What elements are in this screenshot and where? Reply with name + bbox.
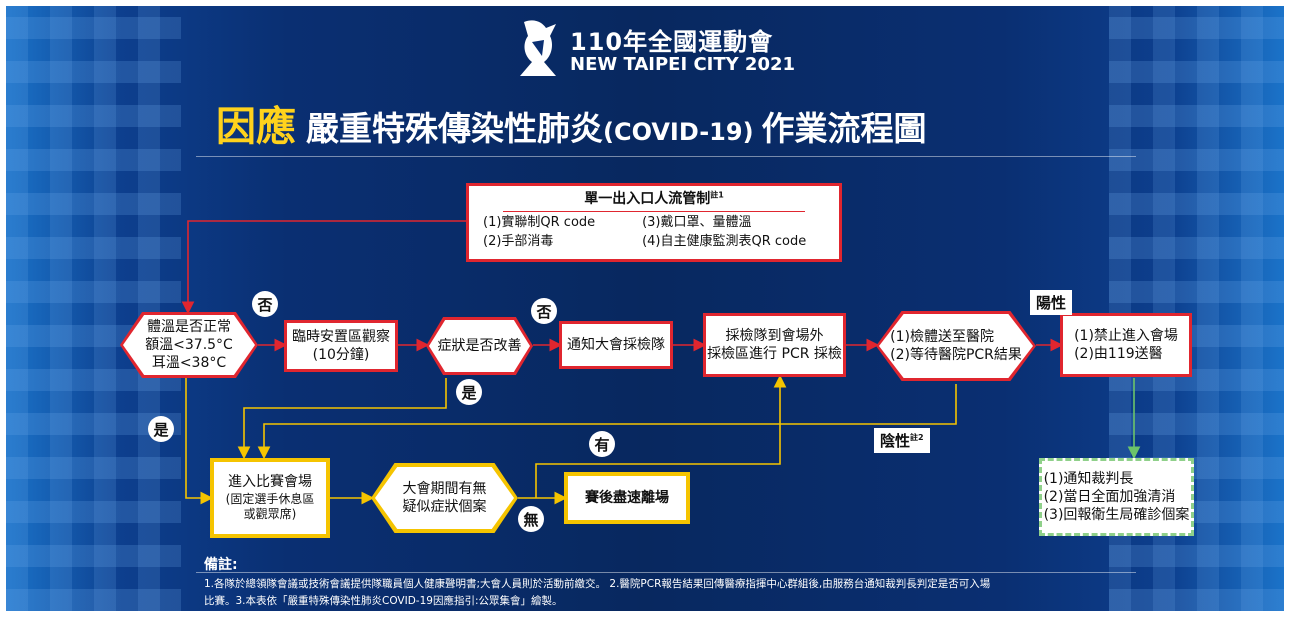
notes-line-1: 1.各隊於總領隊會議或技術會議提供隊職員個人健康聲明書;大會人員則於活動前繳交。…	[204, 578, 991, 590]
enter-venue-detail-2: 或觀眾席)	[243, 507, 297, 522]
enter-venue-node: 進入比賽會場(固定選手休息區或觀眾席)	[210, 458, 330, 538]
leave-node: 賽後盡速離場	[564, 472, 690, 524]
connector-negative	[257, 384, 957, 460]
control-item-sanitize: (2)手部消毒	[483, 234, 554, 250]
title-divider	[196, 156, 1136, 157]
observe-duration: (10分鐘)	[312, 347, 370, 363]
symptom-improve-node: 症狀是否改善	[426, 317, 533, 375]
no-badge-temp: 否	[252, 291, 278, 317]
event-name: 110年全國運動會	[570, 28, 774, 56]
leave-label: 賽後盡速離場	[585, 489, 669, 506]
notes-line-2: 比賽。3.本表依「嚴重特殊傳染性肺炎COVID-19因應指引:公眾集會」繪製。	[204, 595, 563, 607]
positive-action-node: (1)禁止進入會場 (2)由119送醫	[1060, 313, 1192, 377]
page-title: 因應嚴重特殊傳染性肺炎(COVID-19)作業流程圖	[216, 94, 927, 152]
connector-temp-yes	[185, 378, 214, 505]
left-checker-pattern	[6, 6, 181, 611]
entry-control-note: 註1	[710, 190, 724, 200]
notify-team-label: 通知大會採檢隊	[567, 336, 665, 353]
connector-case-to-pcr	[535, 374, 787, 498]
temp-check-forehead: 額溫<37.5°C	[145, 336, 233, 353]
symptom-improve-question: 症狀是否改善	[437, 337, 522, 354]
title-tail: 作業流程圖	[761, 109, 927, 148]
symptom-case-line-1: 大會期間有無	[402, 480, 487, 497]
control-item-health-qr: (4)自主健康監測表QR code	[642, 234, 807, 250]
notes-title: 備註:	[204, 557, 238, 573]
observe-node: 臨時安置區觀察 (10分鐘)	[284, 320, 398, 372]
hospital-node: (1)檢體送至醫院 (2)等待醫院PCR結果	[876, 311, 1036, 381]
report-node: (1)通知裁判長 (2)當日全面加強清消 (3)回報衛生局確診個案	[1039, 458, 1194, 536]
entry-control-box: 單一出入口人流管制註1 (1)實聯制QR code (3)戴口罩、量體溫 (2)…	[466, 183, 842, 262]
title-covid: (COVID-19)	[603, 118, 754, 146]
flow-connectors	[181, 220, 1141, 505]
enter-venue-title: 進入比賽會場	[228, 474, 312, 491]
symptom-case-node: 大會期間有無疑似症狀個案	[371, 463, 518, 533]
hospital-line-2: (2)等待醫院PCR結果	[890, 347, 1022, 363]
flowchart-poster: 110年全國運動會 NEW TAIPEI CITY 2021 因應嚴重特殊傳染性…	[6, 6, 1284, 611]
event-name-english: NEW TAIPEI CITY 2021	[570, 54, 796, 75]
has-case-badge: 有	[589, 431, 615, 457]
pcr-line-2: 採檢區進行 PCR 採檢	[707, 346, 842, 362]
report-3: (3)回報衛生局確診個案	[1043, 507, 1190, 524]
symptom-case-line-2: 疑似症狀個案	[402, 499, 487, 515]
report-2: (2)當日全面加強清消	[1043, 488, 1176, 505]
report-1: (1)通知裁判長	[1043, 470, 1134, 487]
enter-venue-detail-1: (固定選手休息區	[225, 491, 315, 506]
positive-label: 陽性	[1030, 290, 1073, 315]
connector-symptom-yes	[237, 378, 447, 460]
yes-badge-symptom: 是	[456, 379, 482, 405]
control-item-mask: (3)戴口罩、量體溫	[642, 215, 752, 231]
games-logo-icon	[520, 20, 556, 76]
title-highlight: 因應	[216, 104, 296, 150]
entry-control-title: 單一出入口人流管制	[584, 191, 711, 207]
no-case-badge: 無	[518, 506, 544, 532]
pcr-node: 採檢隊到會場外採檢區進行 PCR 採檢	[703, 313, 846, 377]
positive-action-1: (1)禁止進入會場	[1074, 327, 1178, 344]
temp-check-question: 體溫是否正常	[147, 318, 231, 335]
notify-team-node: 通知大會採檢隊	[559, 321, 673, 369]
observe-title: 臨時安置區觀察	[292, 328, 390, 345]
yes-badge-temp: 是	[148, 416, 174, 442]
temp-check-node: 體溫是否正常 額溫<37.5°C 耳溫<38°C	[120, 312, 258, 378]
title-main: 嚴重特殊傳染性肺炎	[306, 109, 603, 148]
hospital-line-1: (1)檢體送至醫院	[890, 328, 994, 345]
connector-control-to-temp	[181, 220, 466, 315]
notes-divider	[196, 572, 1136, 573]
pcr-line-1: 採檢隊到會場外	[725, 327, 824, 344]
negative-note: 註2	[910, 433, 924, 442]
negative-label: 陰性註2	[874, 428, 930, 453]
control-item-qr: (1)實聯制QR code	[483, 215, 596, 231]
no-badge-symptom: 否	[531, 298, 557, 324]
temp-check-ear: 耳溫<38°C	[151, 355, 227, 372]
positive-action-2: (2)由119送醫	[1074, 346, 1163, 362]
